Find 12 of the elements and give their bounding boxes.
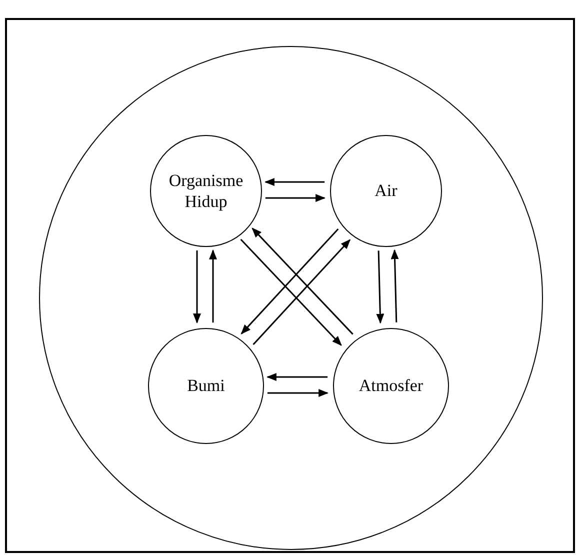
arrow <box>264 178 325 186</box>
arrow <box>266 373 328 381</box>
arrow <box>209 249 217 323</box>
arrow <box>376 250 384 324</box>
arrow <box>240 228 339 334</box>
arrow <box>390 249 399 322</box>
arrow <box>252 239 351 346</box>
arrow <box>193 250 201 324</box>
arrow <box>240 238 342 346</box>
arrow <box>267 389 329 397</box>
arrow <box>265 194 326 202</box>
arrow <box>252 228 354 335</box>
